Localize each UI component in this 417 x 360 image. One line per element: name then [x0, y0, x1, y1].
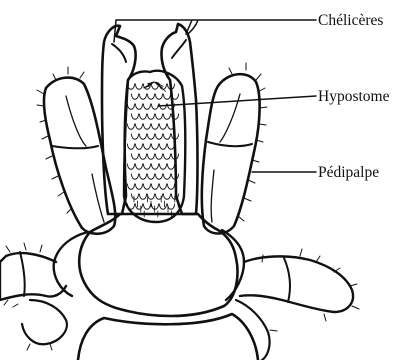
- label-pedipalp: Pédipalpe: [318, 164, 379, 181]
- label-chelicerae: Chélicères: [318, 12, 383, 29]
- leg-left: [0, 243, 67, 350]
- label-hypostome: Hypostome: [318, 88, 390, 105]
- hypostome-denticles: [128, 84, 179, 209]
- body-outline: [54, 214, 258, 360]
- pedipalp-right: [202, 63, 267, 234]
- chelicera-left: [102, 26, 136, 214]
